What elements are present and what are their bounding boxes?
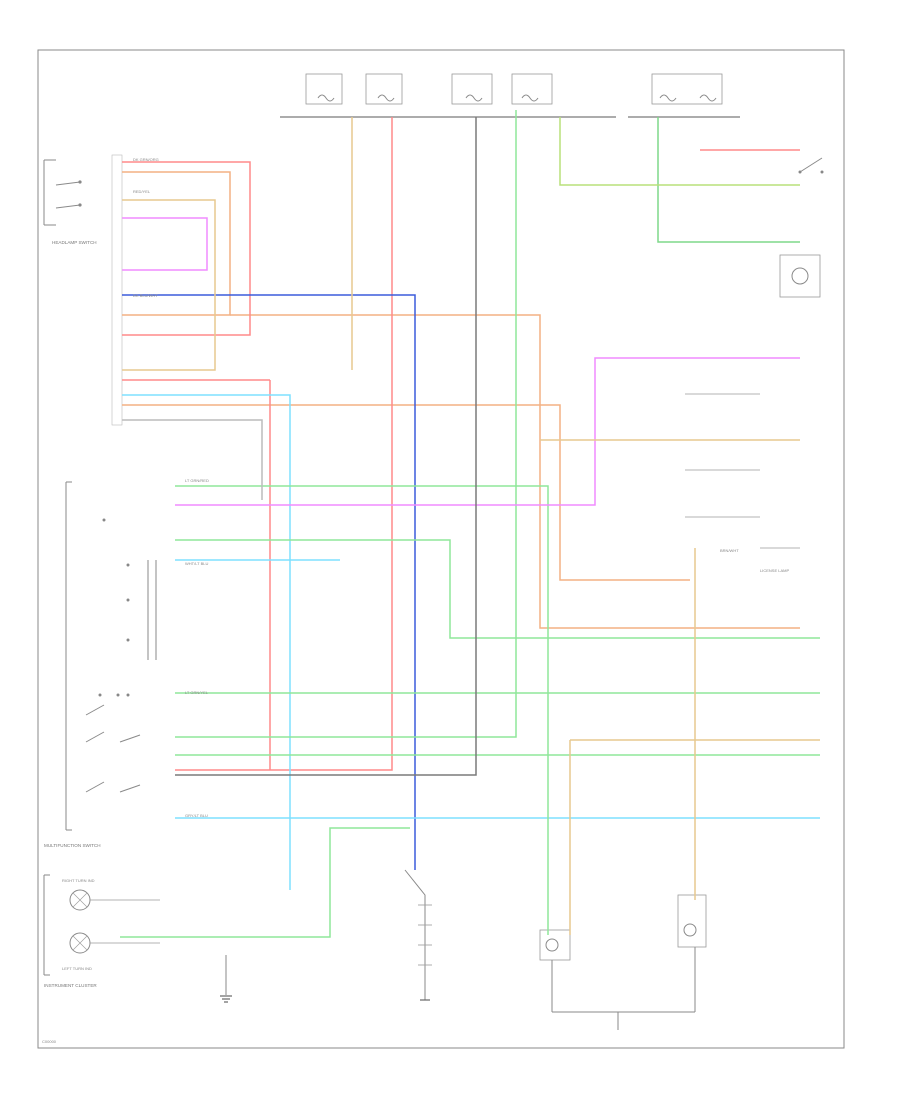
violet-wire-segment bbox=[175, 357, 800, 506]
right-turn-ind-label: RIGHT TURN IND bbox=[62, 878, 95, 883]
wire-yellow-green bbox=[559, 117, 800, 186]
red-wire-segment bbox=[122, 161, 251, 336]
left-turn-ind-label: LEFT TURN IND bbox=[62, 966, 92, 971]
fuse-block bbox=[280, 73, 740, 118]
wire-violet bbox=[122, 217, 800, 506]
wire-label-3: DK BLU/WHT bbox=[133, 293, 158, 298]
wire-gray bbox=[122, 117, 477, 776]
left-connector-block bbox=[111, 154, 123, 426]
fuse-4 bbox=[521, 94, 539, 102]
blue-wire-segment bbox=[122, 294, 416, 870]
front-turn-lamp bbox=[404, 869, 432, 1001]
high-mount-brake-lamp bbox=[779, 254, 821, 298]
wire-tan bbox=[122, 117, 820, 935]
tan-wire-segment bbox=[122, 199, 216, 371]
yg-wire-segment bbox=[559, 117, 800, 186]
violet-wire-segment bbox=[122, 217, 208, 271]
lblue-wire-segment bbox=[122, 394, 340, 561]
right-lamp-stubs bbox=[685, 393, 800, 549]
wire-orange bbox=[122, 171, 800, 629]
wire-light-blue bbox=[122, 394, 820, 890]
wire-blue bbox=[122, 294, 416, 870]
orange-wire-segment bbox=[122, 171, 231, 316]
gray-wire-segment bbox=[122, 419, 263, 500]
wire-label-7: LT GRN/YEL bbox=[185, 690, 209, 695]
orange-wire-segment bbox=[122, 404, 690, 581]
lblue-wire-segment bbox=[175, 559, 291, 890]
brake-pedal-switch bbox=[798, 157, 824, 174]
wire-label-2: RED/YEL bbox=[133, 189, 151, 194]
rear-ground-bus bbox=[552, 1011, 695, 1030]
left-rear-lamp bbox=[539, 929, 571, 1012]
headlamp-switch: HEADLAMP SWITCH bbox=[43, 159, 97, 245]
wire-light-green bbox=[120, 110, 820, 938]
fuse-6 bbox=[699, 94, 717, 102]
lgreen-wire-segment bbox=[175, 485, 549, 935]
wire-label-1: DK GRN/ORG bbox=[133, 157, 159, 162]
wire-red bbox=[122, 117, 800, 771]
fuse-3 bbox=[465, 94, 483, 102]
wire-label-8: GRY/LT BLU bbox=[185, 813, 208, 818]
ground-symbol bbox=[220, 955, 232, 1003]
diagram-footer-code: C00000 bbox=[42, 1039, 57, 1044]
instrument-cluster: RIGHT TURN IND LEFT TURN IND INSTRUMENT … bbox=[43, 874, 160, 988]
gray-wire-segment bbox=[175, 117, 477, 776]
red-wire-segment bbox=[175, 117, 393, 771]
license-lamp-label: LICENSE LAMP bbox=[760, 568, 789, 573]
orange-wire-segment bbox=[230, 314, 800, 629]
lgreen-wire-segment bbox=[120, 827, 410, 938]
diagram-frame bbox=[37, 49, 845, 1049]
instrument-cluster-label: INSTRUMENT CLUSTER bbox=[44, 983, 97, 988]
lgreen-wire-segment bbox=[175, 539, 820, 639]
right-rear-lamp bbox=[677, 894, 707, 1012]
wire-label-6: BRN/WHT bbox=[720, 548, 739, 553]
lgreen-wire-segment bbox=[175, 110, 517, 738]
wire-green bbox=[657, 117, 800, 243]
green-wire-segment bbox=[657, 117, 800, 243]
fuse-1 bbox=[317, 94, 335, 102]
fuse-5 bbox=[659, 94, 677, 102]
wire-label-4: LT GRN/RED bbox=[185, 478, 209, 483]
fuse-2 bbox=[377, 94, 395, 102]
multifunction-switch: MULTIFUNCTION SWITCH bbox=[44, 481, 157, 848]
wire-label-5: WHT/LT BLU bbox=[185, 561, 209, 566]
headlamp-switch-label: HEADLAMP SWITCH bbox=[52, 240, 97, 245]
multifunction-switch-label: MULTIFUNCTION SWITCH bbox=[44, 843, 101, 848]
